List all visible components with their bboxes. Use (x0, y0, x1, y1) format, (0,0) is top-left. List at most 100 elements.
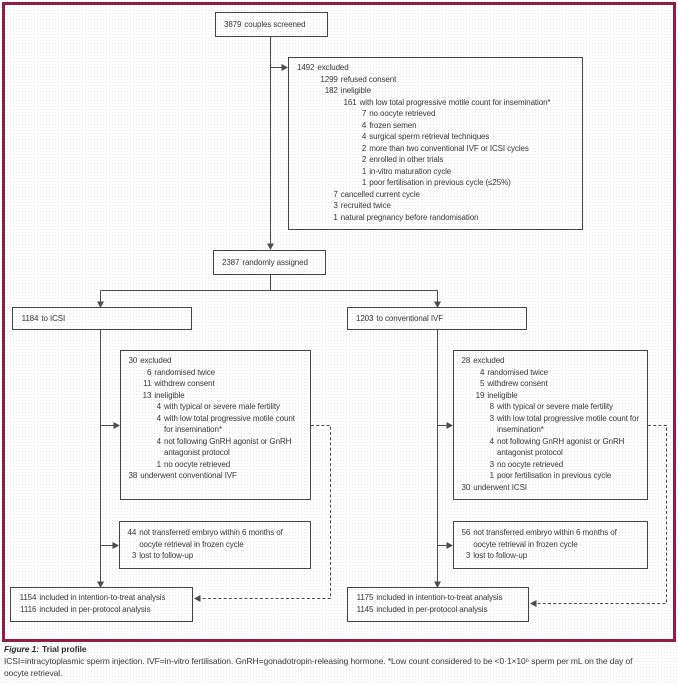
count-value: 3879 (223, 20, 242, 29)
line-text: ineligible (340, 86, 371, 95)
figure-caption: Figure 1:Trial profile (4, 644, 87, 655)
count-value: 1203 (355, 314, 374, 323)
count-value: 2 (361, 143, 367, 153)
line-text: with low total progressive motile count … (496, 413, 639, 435)
count-value: 1145 (356, 604, 374, 614)
count-value: 3 (489, 413, 494, 423)
count-value: 7 (361, 109, 367, 118)
count-value: 7 (333, 189, 338, 199)
line-text: in-vitro maturation cycle (369, 166, 452, 176)
line-text: frozen semen (369, 120, 417, 130)
line-text: not following GnRH agonist or GnRH antag… (496, 436, 625, 458)
arrow-left-icon (194, 595, 201, 602)
line-text: to ICSI (41, 314, 66, 323)
line-text: excluded (473, 356, 505, 365)
line-text: no oocyte retrieved (369, 109, 436, 118)
count-value: 13 (142, 390, 152, 400)
line-text: more than two conventional IVF or ICSI c… (369, 143, 529, 153)
count-value: 8 (489, 402, 494, 411)
line-text: underwent ICSI (473, 482, 527, 492)
line-text: cancelled current cycle (340, 189, 420, 199)
count-value: 3 (131, 551, 137, 560)
count-value: 30 (128, 356, 138, 365)
count-value: 2387 (221, 258, 240, 267)
line-text: surgical sperm retrieval techniques (369, 132, 490, 141)
line-text: with typical or severe male fertility (496, 402, 613, 411)
line-text: included in intention-to-treat analysis (39, 593, 166, 602)
count-value: 161 (343, 97, 357, 107)
arrow-left-icon (530, 600, 537, 607)
count-value: 1184 (21, 314, 39, 323)
count-value: 4 (361, 120, 367, 130)
figure-footnote: ICSI=intracytoplasmic sperm injection. I… (4, 656, 633, 678)
line-text: recruited twice (340, 201, 391, 210)
count-value: 19 (475, 390, 485, 400)
count-value: 4 (156, 402, 161, 411)
count-value: 1154 (19, 593, 37, 602)
line-text: lost to follow-up (473, 551, 528, 560)
line-text: enrolled in other trials (369, 155, 444, 164)
line-text: no oocyte retrieved (163, 459, 231, 469)
line-text: randomised twice (487, 367, 549, 377)
line-text: poor fertilisation in previous cycle (496, 471, 612, 480)
count-value: 1 (489, 471, 494, 480)
line-text: withdrew consent (154, 379, 215, 388)
count-value: 4 (156, 436, 161, 446)
count-value: 4 (480, 367, 485, 377)
line-text: excluded (317, 63, 349, 72)
count-value: 30 (461, 482, 471, 492)
line-text: randomised twice (154, 367, 216, 377)
line-text: included in intention-to-treat analysis (376, 593, 503, 602)
line-text: to conventional IVF (376, 314, 443, 323)
line-text: ineligible (487, 390, 518, 400)
count-value: 1492 (296, 63, 315, 72)
count-value: 4 (489, 436, 494, 446)
count-value: 28 (461, 356, 471, 365)
count-value: 38 (128, 471, 138, 480)
count-value: 5 (480, 379, 485, 388)
figure-title: Trial profile (42, 644, 87, 654)
count-value: 1 (156, 459, 161, 469)
count-value: 4 (361, 132, 367, 141)
line-text: excluded (140, 356, 172, 365)
